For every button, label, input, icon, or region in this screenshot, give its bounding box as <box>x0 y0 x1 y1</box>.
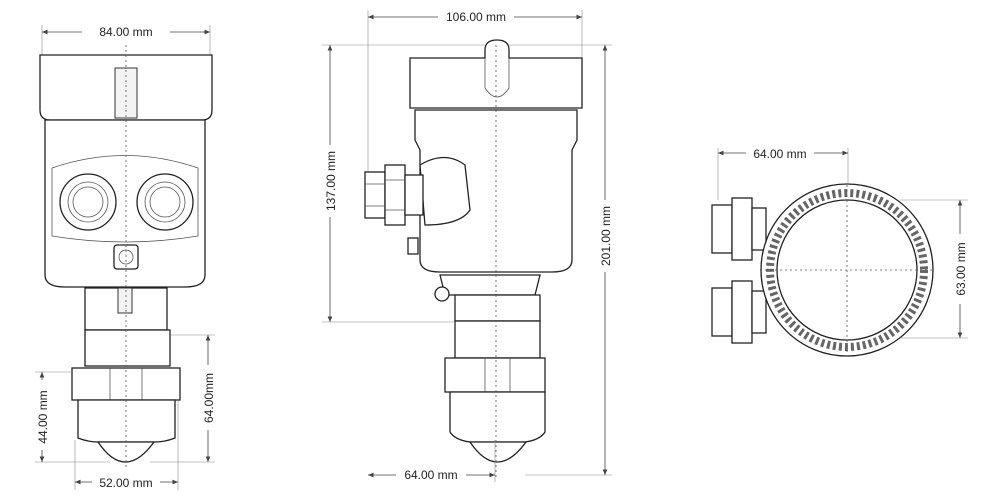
antenna-dome <box>96 441 156 463</box>
dimension-label-height: 63.00 mm <box>954 242 968 295</box>
dimension-label-height-bottom: 64.00mm <box>202 373 216 423</box>
dimension-label-height-lower: 44.00 mm <box>36 390 50 443</box>
dimension-label-width-bottom: 64.00 mm <box>404 468 457 482</box>
cable-gland-top <box>711 197 767 261</box>
housing-cap <box>409 39 583 109</box>
cable-gland <box>364 164 424 226</box>
housing-body <box>44 119 206 288</box>
side-view: 106.00 mm 137.00 mm 201.00 mm <box>321 10 614 482</box>
dimension-label-height-total: 201.00 mm <box>599 206 613 266</box>
cable-gland-bottom <box>711 280 767 344</box>
antenna-dome <box>468 441 528 463</box>
front-view: 84.00 mm 44.00 mm 64.00mm 52.00 mm <box>33 24 218 490</box>
dimension-label-width-total: 106.00 mm <box>446 10 506 24</box>
dimension-label-width-bottom: 52.00 mm <box>99 476 152 490</box>
dimension-label-width: 64.00 mm <box>753 147 806 161</box>
top-view: 64.00 mm 63.00 mm <box>711 146 969 357</box>
hex-nut <box>444 357 546 393</box>
dimension-label-height-upper: 137.00 mm <box>324 151 338 211</box>
hex-nut <box>71 367 181 401</box>
dimension-label-width-top: 84.00 mm <box>99 25 152 39</box>
